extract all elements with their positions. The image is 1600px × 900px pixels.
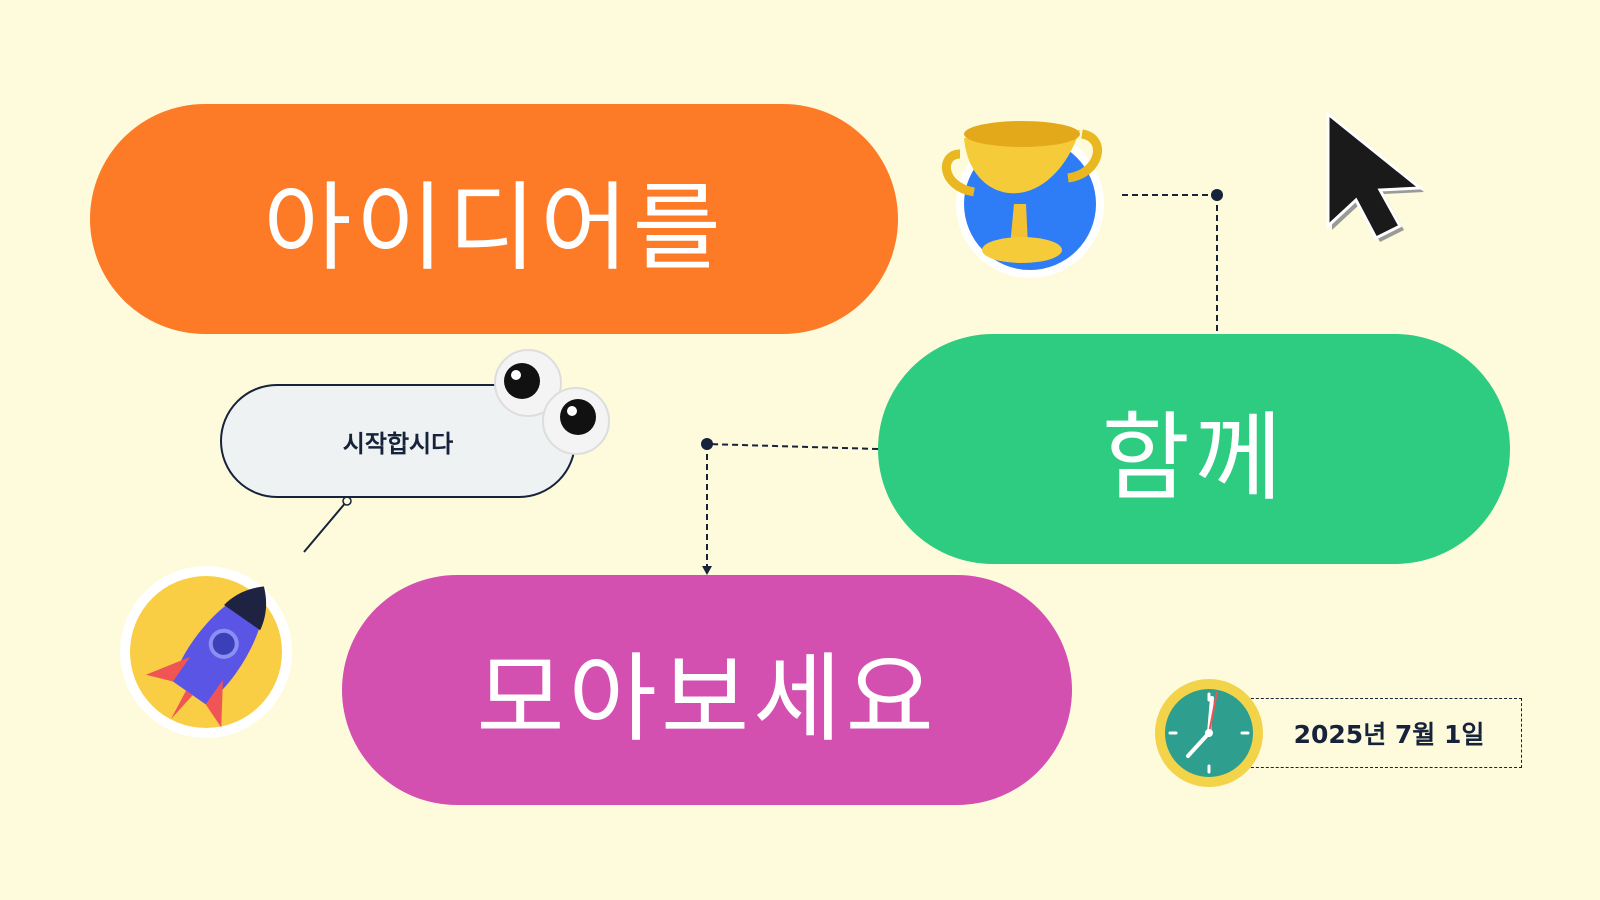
rocket-icon (120, 566, 292, 738)
googly-eyes-icon (494, 349, 610, 455)
date-box: 2025년 7월 1일 (1236, 698, 1522, 768)
headline-2: 함께 (1101, 401, 1287, 514)
headline-magenta-pill: 모아보세요 (342, 575, 1072, 805)
clock-icon (1155, 679, 1263, 787)
date-label: 2025년 7월 1일 (1293, 720, 1485, 749)
headline-green-pill: 함께 (878, 334, 1510, 564)
headline-orange-pill: 아이디어를 (90, 104, 898, 334)
headline-3: 모아보세요 (476, 642, 938, 755)
trophy-icon (942, 121, 1104, 278)
start-label: 시작합시다 (342, 429, 454, 458)
headline-1: 아이디어를 (263, 171, 725, 284)
cursor-icon (1326, 110, 1425, 242)
